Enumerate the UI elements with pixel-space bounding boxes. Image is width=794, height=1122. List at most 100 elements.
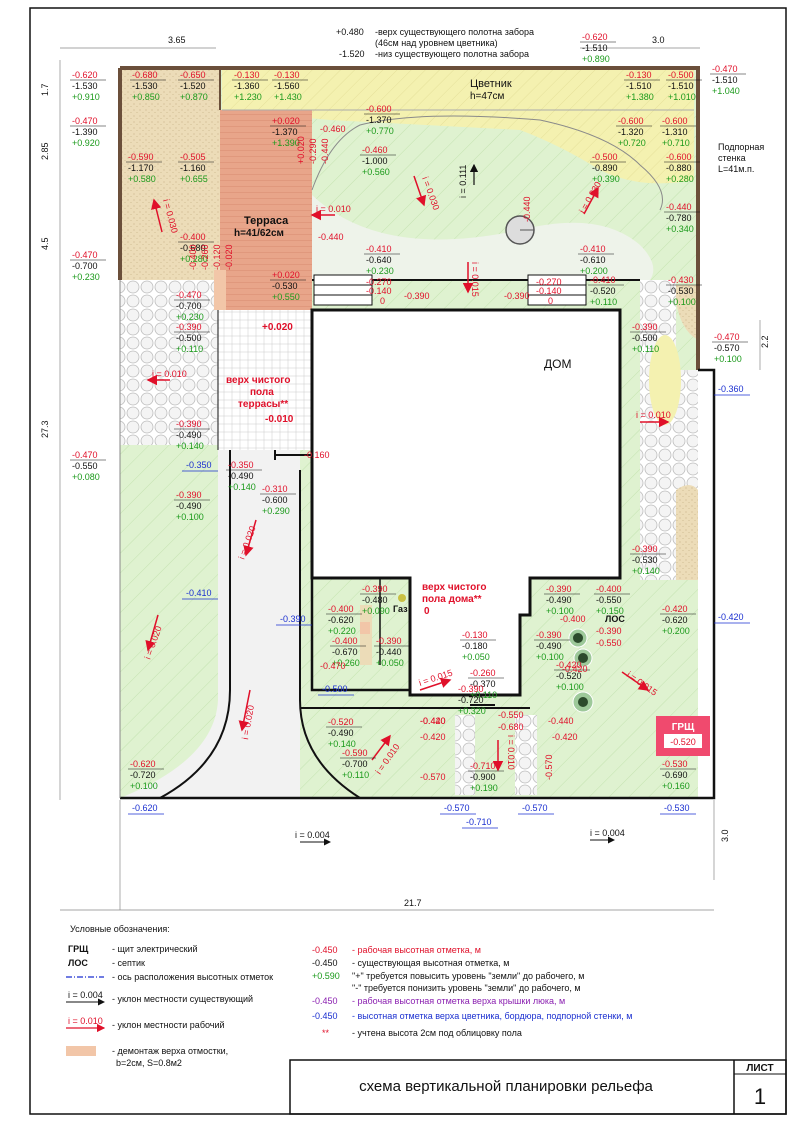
svg-text:- демонтаж верха отмостки,: - демонтаж верха отмостки, (112, 1046, 228, 1056)
single-work-mark: -0.440 (318, 232, 344, 242)
single-work-mark: -0.440 (420, 716, 446, 726)
single-border-mark: -0.420 (718, 612, 744, 622)
svg-text:i = 0.010: i = 0.010 (68, 1016, 103, 1026)
mark-existing: -0.490 (536, 641, 562, 651)
dim-30-bot: 3.0 (720, 829, 730, 842)
mark-delta: +1.430 (274, 92, 302, 102)
mark-work: -0.390 (176, 490, 202, 500)
driveway (120, 450, 300, 798)
single-work-mark: -0.400 (188, 244, 198, 270)
sand-area-left (120, 70, 220, 280)
mark-delta: +0.100 (556, 682, 584, 692)
dim-17: 1.7 (40, 83, 50, 96)
single-work-mark: -0.270 (536, 277, 562, 287)
mark-work: -0.390 (546, 584, 572, 594)
svg-text:i = 0.111: i = 0.111 (458, 165, 468, 198)
elevation-mark: -0.390-0.530+0.140 (630, 544, 666, 576)
mark-work: -0.130 (274, 70, 300, 80)
mark-delta: +0.220 (328, 626, 356, 636)
elevation-mark: -0.620-1.530+0.910 (70, 70, 106, 102)
single-work-mark: -0.020 (224, 244, 234, 270)
svg-text:- рабочая высотная отметка, м: - рабочая высотная отметка, м (352, 945, 481, 955)
mark-existing: -0.880 (666, 163, 692, 173)
grsch-value: -0.520 (670, 737, 696, 747)
single-border-mark: -0.570 (522, 803, 548, 813)
single-work-mark: -0.470 (320, 661, 346, 671)
mark-existing: -1.390 (72, 127, 98, 137)
mark-delta: +0.720 (618, 138, 646, 148)
mark-existing: -0.700 (72, 261, 98, 271)
svg-text:"-" требуется понизить уровень: "-" требуется понизить уровень "земли" д… (352, 983, 581, 993)
mark-existing: -0.490 (228, 471, 254, 481)
terrace-label: Терраса (244, 215, 289, 227)
single-work-mark: 0 (548, 296, 553, 306)
single-work-mark: -0.570 (544, 754, 554, 780)
mark-existing: -0.780 (666, 213, 692, 223)
svg-text:-0.450: -0.450 (312, 958, 338, 968)
elevation-mark: -0.130-1.510+1.380 (624, 70, 660, 102)
elevation-mark: +0.020-0.530+0.550 (270, 270, 306, 302)
elevation-mark: -0.390-0.490+0.100 (544, 584, 580, 616)
mark-existing: -0.690 (662, 770, 688, 780)
single-work-mark: -0.460 (320, 124, 346, 134)
elevation-mark: -0.650-1.520+0.870 (178, 70, 214, 102)
mark-work: -0.470 (72, 116, 98, 126)
stone-path-right2 (640, 280, 676, 580)
terrace-floor-note-3: террасы** (238, 399, 288, 410)
mark-work: -0.420 (556, 660, 582, 670)
single-border-mark: -0.410 (186, 588, 212, 598)
elevation-mark: -0.440-0.780+0.340 (664, 202, 700, 234)
mark-work: -0.390 (376, 636, 402, 646)
terrace-floor-value: -0.010 (265, 414, 294, 425)
mark-work: -0.590 (342, 748, 368, 758)
elevation-mark: -0.680-1.530+0.850 (130, 70, 166, 102)
mark-existing: -0.480 (362, 595, 388, 605)
mark-work: -0.530 (662, 759, 688, 769)
single-work-mark: -0.440 (522, 196, 532, 222)
svg-text:-1.520: -1.520 (339, 49, 365, 59)
mark-work: -0.505 (180, 152, 206, 162)
mark-existing: -0.700 (176, 301, 202, 311)
grsch-label: ГРЩ (672, 722, 695, 733)
elevation-mark: -0.600-1.320+0.720 (616, 116, 652, 148)
house-floor-note-1: верх чистого (422, 582, 486, 593)
single-work-mark: -0.140 (536, 286, 562, 296)
mark-work: -0.130 (234, 70, 260, 80)
single-work-mark: -0.390 (404, 291, 430, 301)
fence-top (120, 66, 700, 370)
mark-existing: -1.170 (128, 163, 154, 173)
mark-existing: -1.520 (180, 81, 206, 91)
mark-delta: +0.890 (582, 54, 610, 64)
single-work-mark: -0.120 (212, 244, 222, 270)
elevation-mark: -0.260-0.370+0.110 (468, 668, 504, 700)
single-marks: -0.460-0.440-0.440-0.390-0.390-0.270-0.1… (128, 124, 750, 829)
dim-30-top: 3.0 (652, 35, 665, 45)
single-work-mark: -0.160 (304, 450, 330, 460)
septic-label: ЛОС (605, 614, 625, 624)
svg-text:- уклон местности существующий: - уклон местности существующий (112, 994, 253, 1004)
elevation-mark: -0.390-0.500+0.110 (630, 322, 666, 354)
elevation-mark: -0.400-0.550+0.150 (594, 584, 630, 616)
single-border-mark: -0.620 (132, 803, 158, 813)
mark-delta: +0.390 (592, 174, 620, 184)
mark-delta: +0.580 (128, 174, 156, 184)
mark-work: -0.470 (72, 250, 98, 260)
retaining-wall-label-2: стенка (718, 153, 746, 163)
elevation-mark: -0.520-0.490+0.140 (326, 717, 362, 749)
elevation-mark: -0.390-0.480+0.090 (360, 584, 396, 616)
single-border-mark: -0.530 (664, 803, 690, 813)
dim-273: 27.3 (40, 420, 50, 438)
mark-existing: -0.180 (462, 641, 488, 651)
mark-delta: +0.140 (228, 482, 256, 492)
single-work-mark: -0.260 (200, 244, 210, 270)
mark-existing: -0.700 (342, 759, 368, 769)
elevation-mark: -0.400-0.680+0.280 (178, 232, 214, 264)
mark-work: -0.650 (180, 70, 206, 80)
svg-text:- высотная отметка верха цветн: - высотная отметка верха цветника, бордю… (352, 1011, 632, 1021)
mark-work: -0.410 (580, 244, 606, 254)
mark-existing: -0.490 (176, 430, 202, 440)
single-work-mark: -0.550 (596, 638, 622, 648)
top-notes: +0.480 -верх существующего полотна забор… (336, 27, 534, 59)
svg-text:i = 0.004: i = 0.004 (68, 990, 103, 1000)
legend-title: Условные обозначения: (70, 924, 170, 934)
